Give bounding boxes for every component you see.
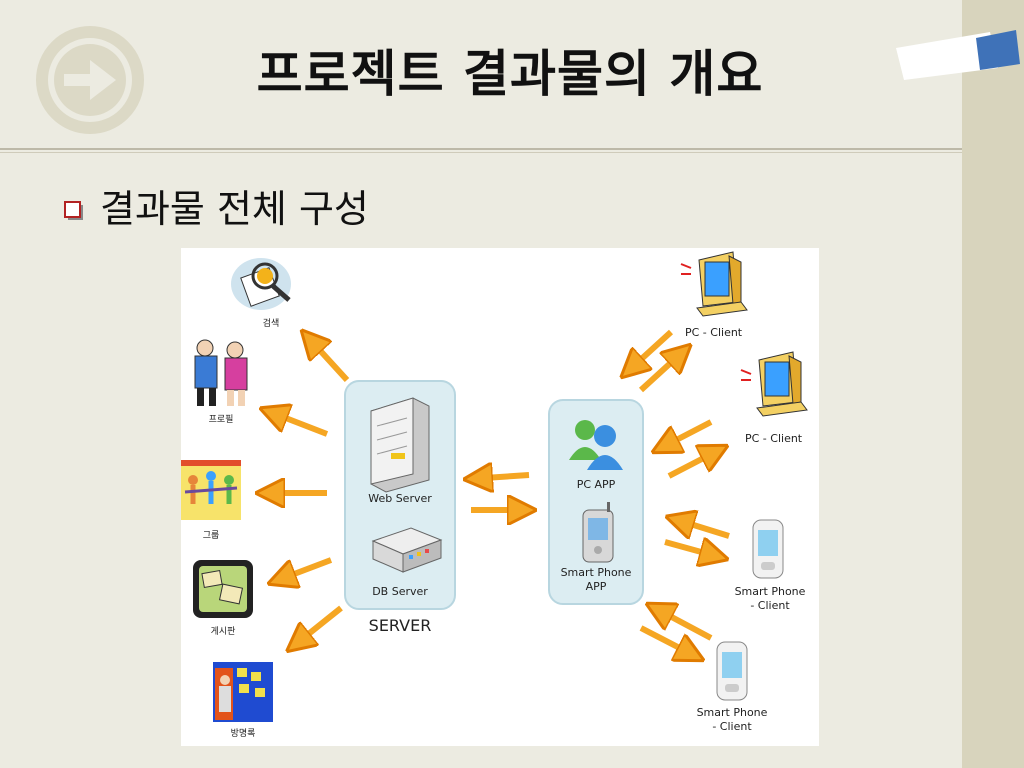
- pc-app-icon: [569, 420, 623, 470]
- feature-label-profile: 프로필: [208, 415, 234, 425]
- client-label-4-line2: - Client: [712, 720, 752, 733]
- smartphone-client-icon-1: [752, 519, 784, 579]
- client-label-3-line2: - Client: [750, 599, 790, 612]
- bullet-text: 결과물 전체 구성: [100, 187, 369, 231]
- profile-feature-icon: [194, 339, 248, 406]
- feature-label-board: 게시판: [210, 627, 236, 637]
- arrow-app-to-server: [469, 475, 530, 479]
- side-band: [962, 0, 1024, 768]
- arrow-to-guestbook: [291, 605, 343, 648]
- client-arrows: [625, 329, 730, 658]
- arrow-client1-to-app: [625, 329, 674, 374]
- feature-label-search: 검색: [262, 319, 280, 329]
- arrow-app-to-client4: [639, 625, 699, 658]
- arrow-app-to-client2: [667, 448, 723, 479]
- square-bullet-icon: [64, 201, 83, 220]
- group-feature-icon: [181, 460, 241, 520]
- web-server-icon: [370, 397, 430, 493]
- web-server-label: Web Server: [368, 492, 432, 505]
- architecture-diagram: 검색 프로필 그룹 게시판 방명록 Web Server DB Server S…: [181, 248, 819, 746]
- arrow-circle-icon: [36, 26, 144, 134]
- app-group-box: [548, 399, 644, 605]
- title-divider-thin: [0, 152, 962, 153]
- client-label-3-line1: Smart Phone: [734, 585, 806, 598]
- arrow-to-board: [273, 557, 333, 582]
- smartphone-app-icon: [582, 502, 614, 563]
- arrow-app-to-client1: [638, 348, 687, 393]
- feature-arrows: [261, 334, 350, 648]
- guestbook-feature-icon: [213, 662, 273, 722]
- server-app-arrows: [469, 475, 531, 510]
- db-server-icon: [371, 527, 443, 573]
- feature-label-group: 그룹: [202, 531, 220, 541]
- arrow-client3-to-app: [671, 518, 730, 536]
- decorative-note-graphic: [896, 30, 1020, 80]
- client-label-1: PC - Client: [685, 326, 743, 339]
- search-feature-icon: [231, 258, 291, 310]
- arrow-to-search: [305, 334, 350, 383]
- smartphone-app-label-line2: APP: [585, 580, 607, 593]
- pc-client-icon-1: [680, 251, 748, 317]
- arrow-to-profile: [265, 410, 329, 437]
- server-group-label: SERVER: [368, 616, 432, 635]
- slide-title: 프로젝트 결과물의 개요: [256, 45, 764, 103]
- db-server-label: DB Server: [372, 585, 428, 598]
- smartphone-app-label-line1: Smart Phone: [560, 566, 632, 579]
- arrow-app-to-client3: [664, 542, 723, 558]
- pc-client-icon-2: [740, 351, 808, 417]
- client-label-4-line1: Smart Phone: [696, 706, 768, 719]
- diagram-canvas: [181, 251, 808, 722]
- title-divider: [0, 148, 962, 150]
- pc-app-label: PC APP: [576, 478, 616, 491]
- arrow-client2-to-app: [657, 419, 713, 450]
- feature-label-guestbook: 방명록: [230, 729, 256, 739]
- client-label-2: PC - Client: [745, 432, 803, 445]
- smartphone-client-icon-2: [716, 641, 748, 701]
- board-feature-icon: [193, 560, 253, 618]
- arrow-client4-to-app: [651, 606, 713, 641]
